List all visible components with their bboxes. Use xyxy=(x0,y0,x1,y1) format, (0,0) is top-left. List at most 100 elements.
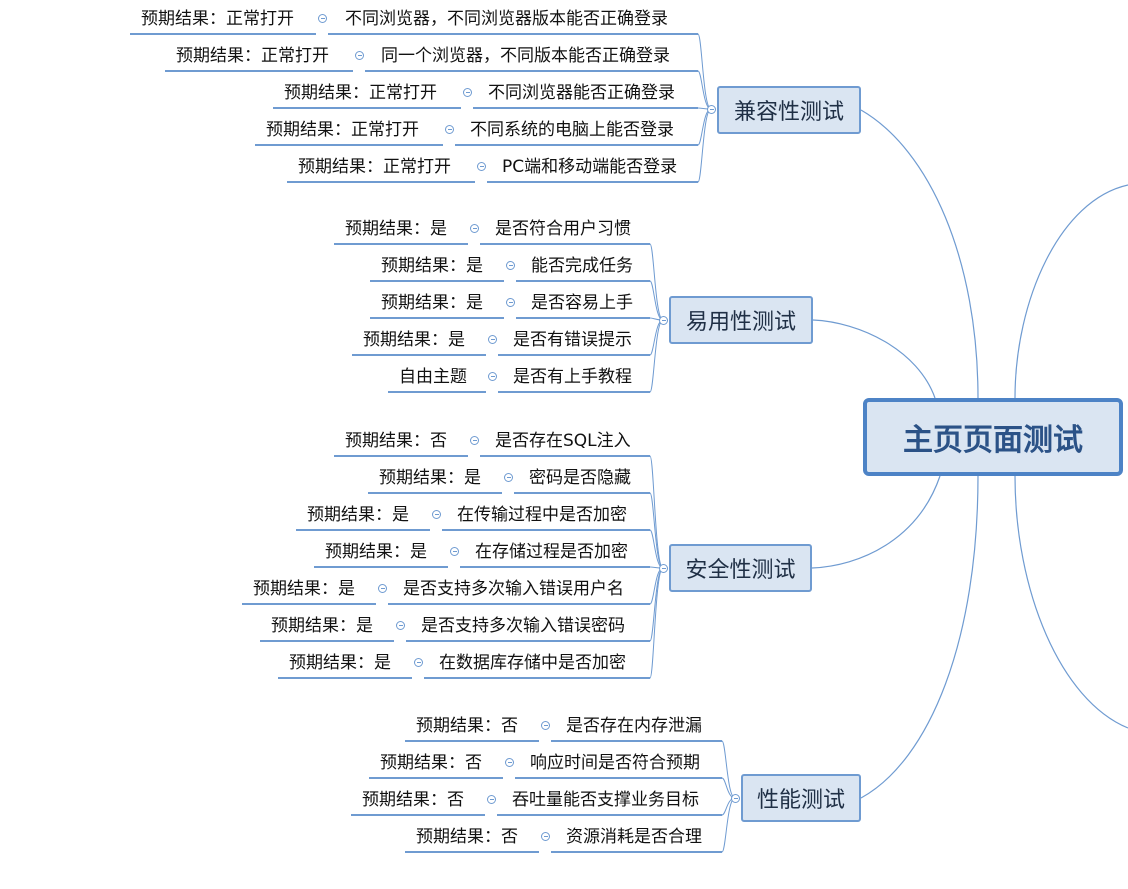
collapse-knob-security[interactable] xyxy=(659,564,668,573)
test-item-underline xyxy=(480,243,650,245)
branch-line-security xyxy=(811,475,941,569)
test-item-underline xyxy=(514,492,650,494)
collapse-knob-leaf[interactable] xyxy=(450,547,459,556)
category-usability[interactable]: 易用性测试 xyxy=(669,296,813,344)
leaf-connector xyxy=(649,319,664,356)
leaf-connector xyxy=(721,740,736,799)
test-item[interactable]: 是否符合用户习惯 xyxy=(495,219,631,239)
test-item[interactable]: 是否支持多次输入错误用户名 xyxy=(403,579,624,599)
central-topic[interactable]: 主页页面测试 xyxy=(863,398,1123,476)
test-item[interactable]: 不同系统的电脑上能否登录 xyxy=(470,120,674,140)
collapse-knob-leaf[interactable] xyxy=(504,473,513,482)
expected-result-underline xyxy=(352,354,486,356)
branch-line-offscreen-lower xyxy=(1014,475,1128,729)
collapse-knob-leaf[interactable] xyxy=(487,795,496,804)
expected-result[interactable]: 预期结果：是 xyxy=(271,616,373,636)
collapse-knob-leaf[interactable] xyxy=(396,621,405,630)
expected-result[interactable]: 预期结果：正常打开 xyxy=(141,9,294,29)
collapse-knob-leaf[interactable] xyxy=(506,298,515,307)
expected-result[interactable]: 预期结果：是 xyxy=(381,293,483,313)
test-item[interactable]: 是否有上手教程 xyxy=(513,367,632,387)
expected-result[interactable]: 预期结果：是 xyxy=(307,505,409,525)
expected-result[interactable]: 预期结果：否 xyxy=(345,431,447,451)
expected-result-underline xyxy=(351,814,485,816)
test-item-underline xyxy=(516,317,650,319)
test-item[interactable]: 是否容易上手 xyxy=(531,293,633,313)
test-item-underline xyxy=(328,33,698,35)
expected-result-underline xyxy=(255,144,443,146)
expected-result[interactable]: 预期结果：是 xyxy=(253,579,355,599)
collapse-knob-leaf[interactable] xyxy=(470,224,479,233)
test-item[interactable]: 是否存在SQL注入 xyxy=(495,431,631,451)
expected-result[interactable]: 预期结果：是 xyxy=(345,219,447,239)
test-item[interactable]: PC端和移动端能否登录 xyxy=(502,157,678,177)
collapse-knob-leaf[interactable] xyxy=(488,372,497,381)
test-item[interactable]: 吞吐量能否支撑业务目标 xyxy=(512,790,699,810)
test-item[interactable]: 在传输过程中是否加密 xyxy=(457,505,627,525)
expected-result[interactable]: 预期结果：是 xyxy=(381,256,483,276)
collapse-knob-performance[interactable] xyxy=(731,794,740,803)
expected-result[interactable]: 预期结果：正常打开 xyxy=(284,83,437,103)
collapse-knob-leaf[interactable] xyxy=(541,832,550,841)
expected-result[interactable]: 预期结果：否 xyxy=(416,716,518,736)
test-item-underline xyxy=(497,814,722,816)
collapse-knob-leaf[interactable] xyxy=(318,14,327,23)
test-item[interactable]: 资源消耗是否合理 xyxy=(566,827,702,847)
category-performance[interactable]: 性能测试 xyxy=(741,774,861,822)
collapse-knob-usability[interactable] xyxy=(659,316,668,325)
collapse-knob-leaf[interactable] xyxy=(506,261,515,270)
test-item[interactable]: 同一个浏览器，不同版本能否正确登录 xyxy=(381,46,670,66)
collapse-knob-leaf[interactable] xyxy=(414,658,423,667)
test-item-underline xyxy=(516,280,650,282)
expected-result-underline xyxy=(405,851,539,853)
test-item[interactable]: 能否完成任务 xyxy=(531,256,633,276)
collapse-knob-leaf[interactable] xyxy=(432,510,441,519)
test-item[interactable]: 密码是否隐藏 xyxy=(529,468,631,488)
test-item[interactable]: 响应时间是否符合预期 xyxy=(530,753,700,773)
test-item[interactable]: 是否支持多次输入错误密码 xyxy=(421,616,625,636)
expected-result-underline xyxy=(334,243,468,245)
expected-result[interactable]: 预期结果：否 xyxy=(380,753,482,773)
test-item-underline xyxy=(551,740,722,742)
test-item[interactable]: 在数据库存储中是否加密 xyxy=(439,653,626,673)
collapse-knob-leaf[interactable] xyxy=(378,584,387,593)
test-item-underline xyxy=(551,851,722,853)
collapse-knob-leaf[interactable] xyxy=(470,436,479,445)
expected-result[interactable]: 预期结果：是 xyxy=(325,542,427,562)
collapse-knob-leaf[interactable] xyxy=(355,51,364,60)
collapse-knob-leaf[interactable] xyxy=(463,88,472,97)
expected-result[interactable]: 预期结果：否 xyxy=(362,790,464,810)
expected-result[interactable]: 预期结果：是 xyxy=(379,468,481,488)
expected-result[interactable]: 自由主题 xyxy=(399,367,467,387)
collapse-knob-compatibility[interactable] xyxy=(707,105,716,114)
expected-result[interactable]: 预期结果：是 xyxy=(289,653,391,673)
expected-result[interactable]: 预期结果：正常打开 xyxy=(176,46,329,66)
test-item-underline xyxy=(365,70,698,72)
collapse-knob-leaf[interactable] xyxy=(488,335,497,344)
test-item-underline xyxy=(473,107,698,109)
collapse-knob-leaf[interactable] xyxy=(445,125,454,134)
test-item-underline xyxy=(455,144,698,146)
expected-result[interactable]: 预期结果：是 xyxy=(363,330,465,350)
expected-result-underline xyxy=(388,391,486,393)
collapse-knob-leaf[interactable] xyxy=(477,162,486,171)
branch-line-compatibility xyxy=(860,109,979,399)
collapse-knob-leaf[interactable] xyxy=(505,758,514,767)
expected-result-underline xyxy=(405,740,539,742)
test-item[interactable]: 不同浏览器能否正确登录 xyxy=(488,83,675,103)
test-item-underline xyxy=(406,640,650,642)
test-item-underline xyxy=(424,677,650,679)
expected-result-underline xyxy=(334,455,468,457)
expected-result[interactable]: 预期结果：正常打开 xyxy=(266,120,419,140)
collapse-knob-leaf[interactable] xyxy=(541,721,550,730)
test-item[interactable]: 是否存在内存泄漏 xyxy=(566,716,702,736)
expected-result[interactable]: 预期结果：否 xyxy=(416,827,518,847)
test-item[interactable]: 在存储过程是否加密 xyxy=(475,542,628,562)
category-security[interactable]: 安全性测试 xyxy=(669,544,812,592)
expected-result-underline xyxy=(242,603,376,605)
category-compatibility[interactable]: 兼容性测试 xyxy=(717,86,861,134)
test-item[interactable]: 是否有错误提示 xyxy=(513,330,632,350)
expected-result[interactable]: 预期结果：正常打开 xyxy=(298,157,451,177)
test-item[interactable]: 不同浏览器，不同浏览器版本能否正确登录 xyxy=(345,9,668,29)
